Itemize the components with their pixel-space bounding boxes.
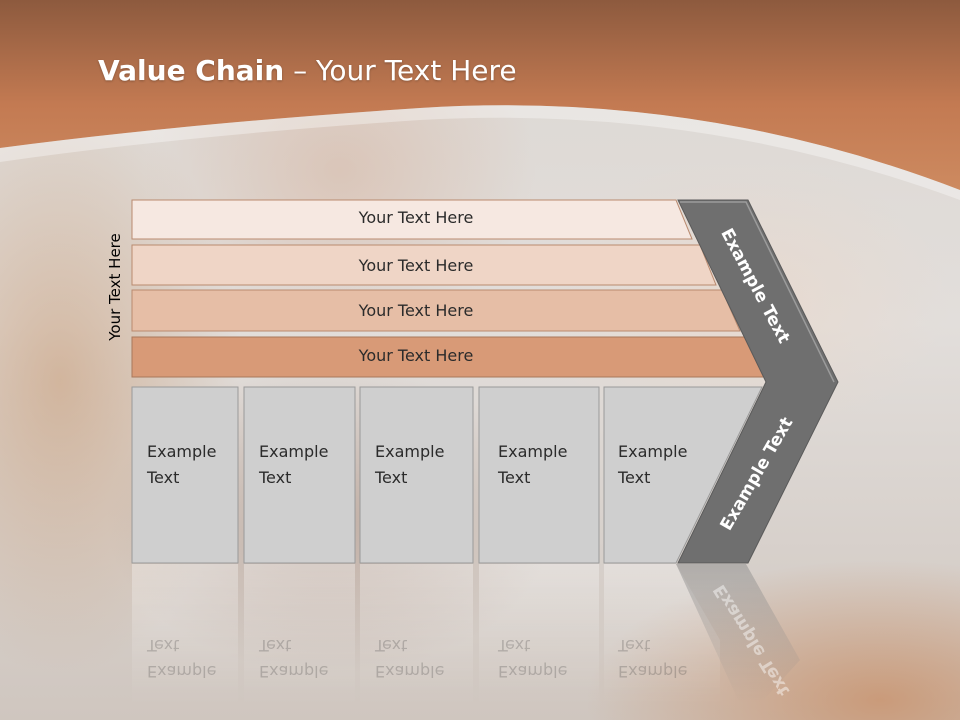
box-2-line2: Text (259, 468, 292, 487)
slide-title: Value Chain – Your Text Here (98, 54, 517, 87)
row-label-3: Your Text Here (358, 301, 474, 320)
box-5 (603, 386, 763, 564)
box-3 (359, 386, 474, 564)
box-3-line2: Text (375, 468, 408, 487)
vertical-label: Your Text Here (106, 233, 124, 341)
box-4-line1: Example (498, 442, 568, 461)
row-label-2: Your Text Here (358, 256, 474, 275)
row-label-4: Your Text Here (358, 346, 474, 365)
row-label-1: Your Text Here (358, 208, 474, 227)
title-bold: Value Chain (98, 54, 285, 87)
box-4 (478, 386, 600, 564)
box-1-line2: Text (147, 468, 180, 487)
row-band-2 (131, 244, 717, 286)
box-4-line2: Text (498, 468, 531, 487)
header-highlight (0, 105, 960, 200)
box-2 (243, 386, 356, 564)
box-2-line1: Example (259, 442, 329, 461)
row-band-1 (131, 199, 693, 240)
box-1-line1: Example (147, 442, 217, 461)
box-5-line1: Example (618, 442, 688, 461)
chevron-arrow (677, 199, 839, 564)
box-1 (131, 386, 239, 564)
title-rest: – Your Text Here (293, 54, 517, 87)
box-3-line1: Example (375, 442, 445, 461)
box-5-line2: Text (618, 468, 651, 487)
row-band-3 (131, 289, 741, 332)
header-band (0, 0, 960, 190)
boxes-reflection (132, 564, 800, 704)
